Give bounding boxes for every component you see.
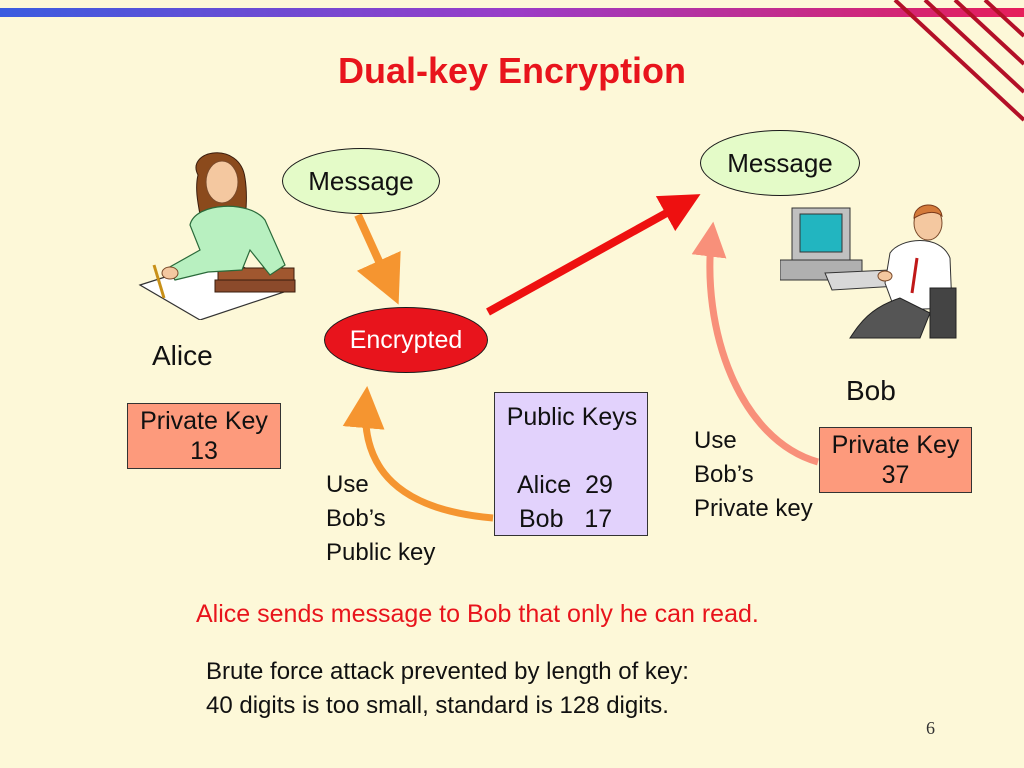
corner-stripes bbox=[893, 0, 1024, 122]
bob-private-key-box: Private Key 37 bbox=[819, 427, 972, 493]
bob-message-bubble: Message bbox=[700, 130, 860, 196]
left-note-line: Public key bbox=[326, 539, 436, 566]
arrow-encrypted-to-bob-message bbox=[486, 194, 701, 316]
alice-message-bubble: Message bbox=[282, 148, 440, 214]
public-keys-heading: Public Keys bbox=[506, 403, 638, 431]
public-key-value: 29 bbox=[585, 471, 613, 499]
arrow-public-key-to-encrypted bbox=[342, 386, 494, 522]
bob-message-label: Message bbox=[727, 147, 833, 178]
arrow-message-to-encrypted bbox=[354, 213, 401, 305]
public-key-entry-alice: Alice 29 bbox=[517, 471, 613, 500]
alice-private-key-box: Private Key 13 bbox=[127, 403, 281, 469]
encrypted-bubble: Encrypted bbox=[324, 307, 488, 373]
right-note-line: Private key bbox=[694, 495, 813, 522]
page-number: 6 bbox=[926, 718, 935, 738]
arrow-private-key-to-message bbox=[691, 221, 819, 466]
public-key-name: Bob bbox=[519, 505, 564, 533]
alice-message-label: Message bbox=[308, 165, 414, 196]
bob-private-key-value: 37 bbox=[881, 461, 910, 489]
alice-private-key-label: Private Key bbox=[140, 407, 268, 435]
left-note: Use Bob’s Public key bbox=[326, 468, 435, 570]
public-key-entry-bob: Bob 17 bbox=[519, 505, 612, 534]
alice-private-key-value: 13 bbox=[190, 437, 218, 465]
public-key-name: Alice bbox=[517, 471, 572, 499]
alice-name: Alice bbox=[152, 340, 213, 371]
bob-illustration bbox=[780, 204, 957, 339]
caption: Alice sends message to Bob that only he … bbox=[196, 600, 759, 628]
header-decoration bbox=[0, 0, 1024, 122]
encrypted-label: Encrypted bbox=[349, 325, 463, 354]
right-note-line: Use bbox=[694, 427, 737, 454]
bob-name: Bob bbox=[846, 375, 896, 406]
top-gradient-bar bbox=[0, 8, 1024, 17]
alice-illustration bbox=[138, 152, 296, 320]
public-key-value: 17 bbox=[584, 505, 613, 533]
left-note-line: Use bbox=[326, 471, 369, 498]
footnote-line: 40 digits is too small, standard is 128 … bbox=[206, 692, 669, 719]
left-note-line: Bob’s bbox=[326, 505, 386, 532]
public-keys-box: Public Keys Alice 29 Bob 17 bbox=[494, 392, 648, 536]
slide-title: Dual-key Encryption bbox=[337, 50, 687, 91]
right-note: Use Bob’s Private key bbox=[694, 424, 813, 526]
footnote: Brute force attack prevented by length o… bbox=[206, 655, 689, 723]
footnote-line: Brute force attack prevented by length o… bbox=[206, 658, 689, 685]
bob-private-key-label: Private Key bbox=[831, 431, 960, 459]
right-note-line: Bob’s bbox=[694, 461, 754, 488]
